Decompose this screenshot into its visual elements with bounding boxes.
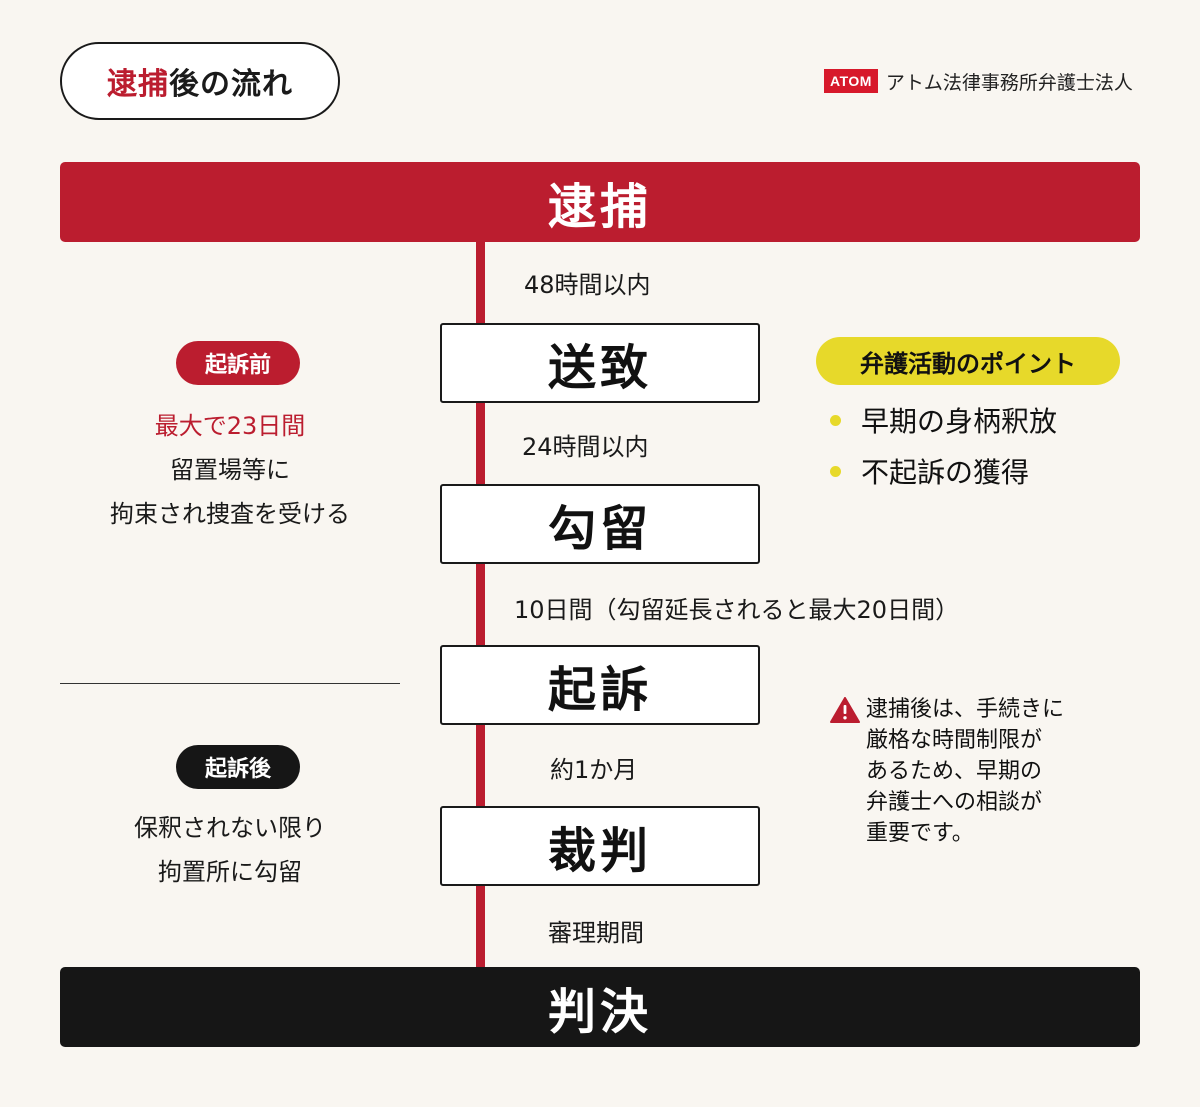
phase-after-description: 保釈されない限り 拘置所に勾留: [60, 806, 400, 894]
flow-step-koryu: 勾留: [440, 484, 760, 564]
duration-label: 10日間（勾留延長されると最大20日間）: [514, 596, 960, 624]
phase-after-line: 拘置所に勾留: [158, 858, 302, 886]
warning-text: 逮捕後は、手続きに 厳格な時間制限が あるため、早期の 弁護士への相談が 重要で…: [866, 694, 1106, 849]
phase-divider: [60, 683, 400, 684]
duration-label: 約1か月: [550, 756, 638, 784]
page-title-accent: 逮捕: [107, 67, 169, 102]
phase-before-line: 留置場等に: [170, 456, 290, 484]
phase-before-badge: 起訴前: [176, 341, 300, 385]
phase-before-line: 拘束され捜査を受ける: [110, 500, 350, 528]
flow-end-bar: 判決: [60, 967, 1140, 1047]
flow-start-bar: 逮捕: [60, 162, 1140, 242]
bullet-icon: [830, 414, 841, 426]
page-title-rest: 後の流れ: [169, 67, 293, 102]
warning-line: 厳格な時間制限が: [866, 728, 1043, 753]
duration-label: 48時間以内: [524, 271, 651, 299]
phase-after-line: 保釈されない限り: [134, 814, 326, 842]
warning-line: あるため、早期の: [866, 759, 1043, 784]
phase-before-highlight: 最大で23日間: [154, 412, 306, 440]
bullet-icon: [830, 465, 841, 477]
point-item: 不起訴の獲得: [830, 451, 1029, 491]
warning-line: 弁護士への相談が: [866, 790, 1043, 815]
flow-step-sochi: 送致: [440, 323, 760, 403]
timeline-line: [476, 240, 485, 970]
duration-label: 審理期間: [548, 919, 644, 947]
warning-line: 逮捕後は、手続きに: [866, 697, 1065, 722]
brand: ATOM アトム法律事務所弁護士法人: [824, 66, 1133, 96]
flow-step-kiso: 起訴: [440, 645, 760, 725]
warning-line: 重要です。: [866, 821, 974, 846]
brand-name: アトム法律事務所弁護士法人: [885, 71, 1133, 94]
warning-icon: [830, 697, 860, 723]
phase-before-description: 最大で23日間 留置場等に 拘束され捜査を受ける: [60, 404, 400, 536]
points-badge: 弁護活動のポイント: [816, 337, 1120, 385]
flow-step-saiban: 裁判: [440, 806, 760, 886]
point-item: 早期の身柄釈放: [830, 400, 1057, 440]
brand-logo: ATOM: [824, 69, 878, 93]
point-item-label: 早期の身柄釈放: [861, 405, 1058, 438]
page-title: 逮捕後の流れ: [60, 42, 340, 120]
duration-label: 24時間以内: [522, 433, 649, 461]
point-item-label: 不起訴の獲得: [861, 456, 1030, 489]
phase-after-badge: 起訴後: [176, 745, 300, 789]
